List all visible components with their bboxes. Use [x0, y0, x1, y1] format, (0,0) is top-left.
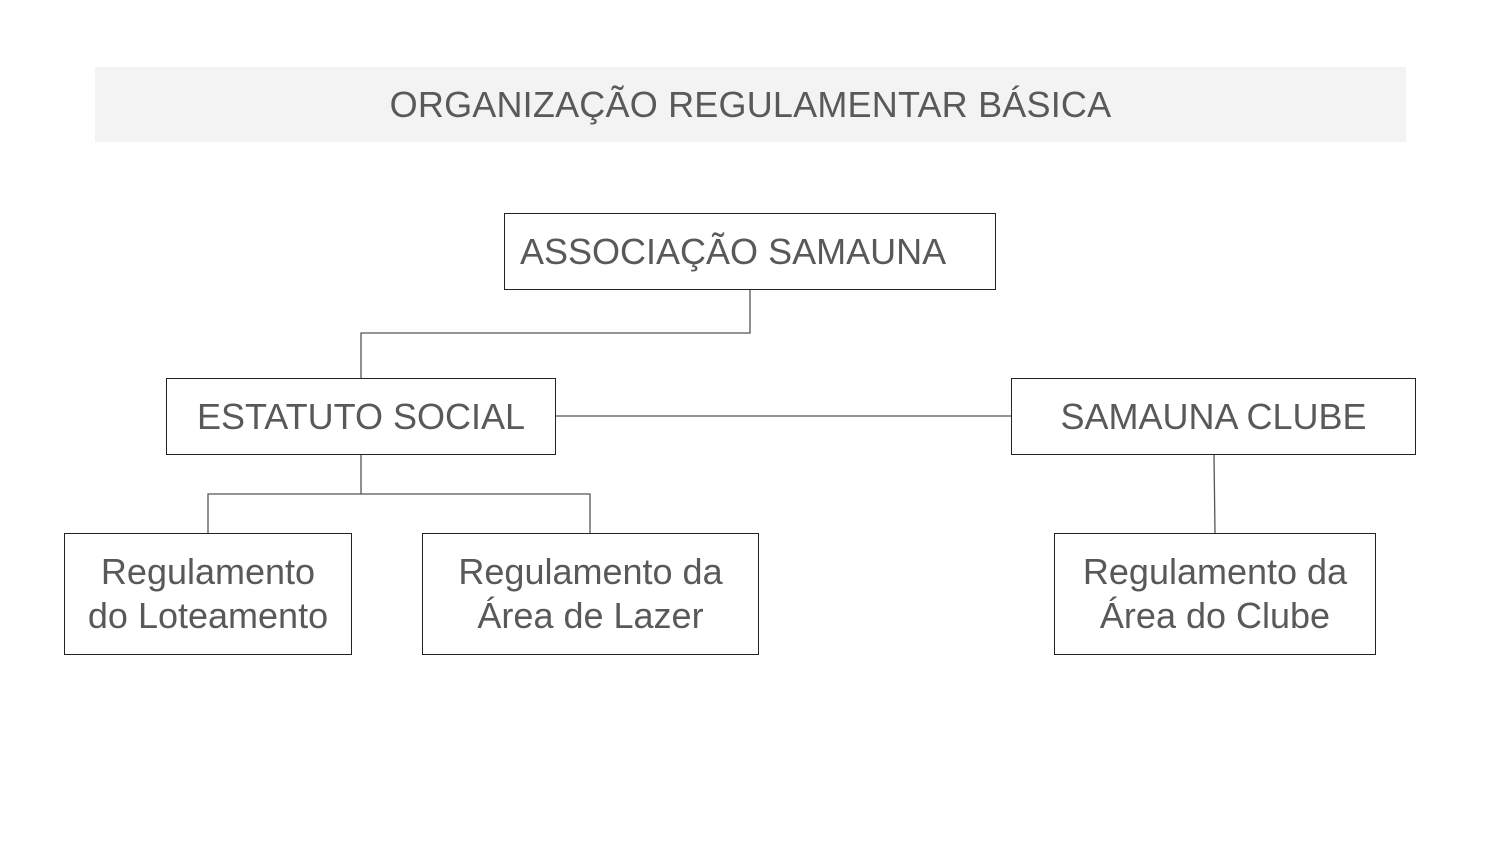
- title-banner: ORGANIZAÇÃO REGULAMENTAR BÁSICA: [95, 67, 1406, 142]
- node-label-line: Área do Clube: [1099, 595, 1331, 636]
- connector-associacao-estatuto: [360, 290, 751, 378]
- node-associacao-samauna: ASSOCIAÇÃO SAMAUNA: [504, 213, 996, 290]
- node-label-line: Regulamento da: [1082, 551, 1348, 592]
- node-label-line: do Loteamento: [87, 595, 329, 636]
- node-label-line: Regulamento da: [458, 551, 723, 592]
- node-regulamento-loteamento: Regulamento do Loteamento: [64, 533, 352, 655]
- node-label-line: Regulamento: [100, 551, 316, 592]
- node-label-line: ESTATUTO SOCIAL: [196, 395, 526, 437]
- node-label: Regulamento da Área do Clube: [1083, 550, 1347, 638]
- node-label: Regulamento do Loteamento: [88, 550, 328, 638]
- connector-estatuto-loteamento: [207, 455, 362, 533]
- connector-clube-area-clube: [1213, 454, 1216, 534]
- node-regulamento-area-clube: Regulamento da Área do Clube: [1054, 533, 1376, 655]
- node-samauna-clube: SAMAUNA CLUBE: [1011, 378, 1416, 455]
- node-label-line: SAMAUNA CLUBE: [1060, 395, 1367, 437]
- diagram-title: ORGANIZAÇÃO REGULAMENTAR BÁSICA: [389, 83, 1112, 125]
- connector-estatuto-lazer: [361, 493, 591, 533]
- node-regulamento-area-lazer: Regulamento da Área de Lazer: [422, 533, 759, 655]
- node-label-line: Área de Lazer: [477, 595, 704, 636]
- node-estatuto-social: ESTATUTO SOCIAL: [166, 378, 556, 455]
- node-label-line: ASSOCIAÇÃO SAMAUNA: [520, 230, 947, 272]
- node-label: Regulamento da Área de Lazer: [458, 550, 722, 638]
